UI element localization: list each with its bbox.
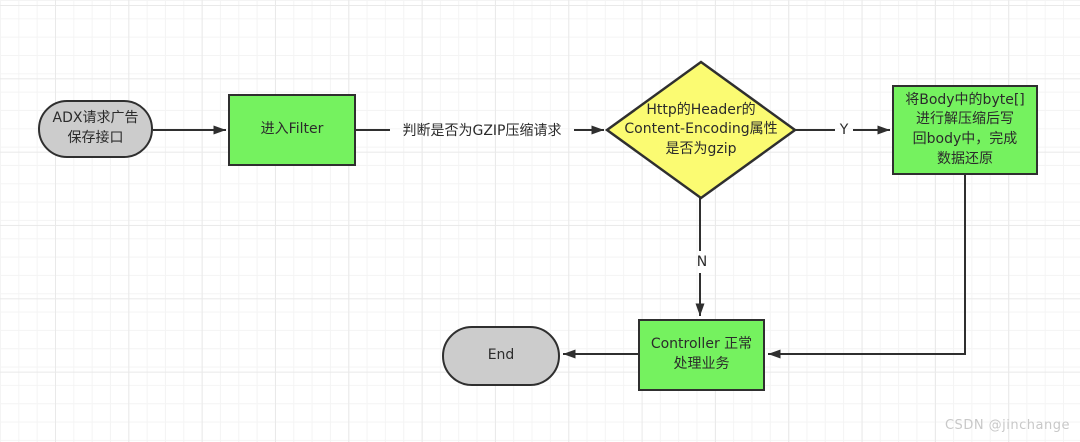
- node-enter-filter: 进入Filter: [228, 94, 356, 166]
- node-decision-label: Http的Header的 Content-Encoding属性 是否为gzip: [624, 101, 778, 157]
- edge-label-yes: Y: [839, 122, 849, 138]
- decision-diamond-shape: [604, 60, 798, 200]
- edge-label-condition: 判断是否为GZIP压缩请求: [402, 123, 562, 139]
- edge-decompress-to-controller: [768, 175, 966, 359]
- edge-label-no: N: [696, 254, 708, 270]
- node-end: End: [442, 326, 560, 386]
- node-controller: Controller 正常 处理业务: [638, 319, 765, 391]
- node-decompress: 将Body中的byte[] 进行解压缩后写 回body中，完成 数据还原: [892, 85, 1038, 175]
- node-start: ADX请求广告 保存接口: [38, 100, 153, 158]
- csdn-watermark: CSDN @jinchange: [944, 418, 1070, 433]
